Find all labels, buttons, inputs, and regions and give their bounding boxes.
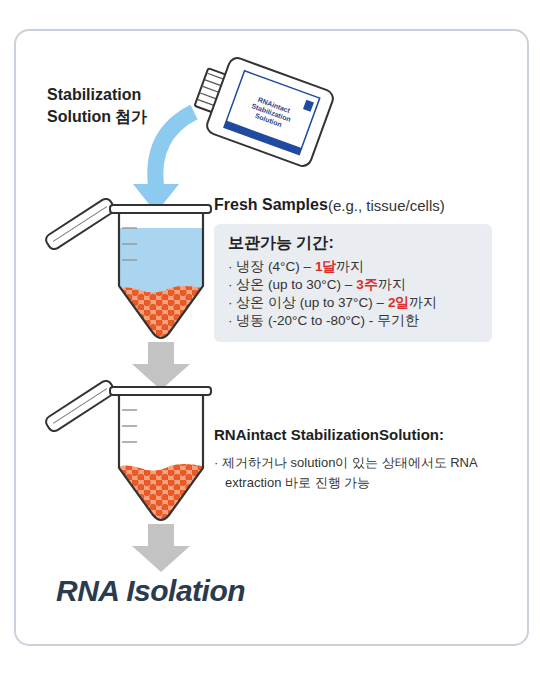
tube-outline [119, 394, 203, 520]
bottle-label [224, 71, 320, 155]
cap-ridge [200, 93, 216, 99]
panel-frame [15, 30, 528, 645]
list-text: 까지 [336, 259, 364, 274]
pour-arrow [155, 112, 194, 186]
tube-cap [44, 379, 116, 434]
sample-tube [44, 197, 211, 350]
highlight-value: 3주 [356, 277, 378, 292]
graduation [122, 259, 137, 261]
list-line: · 상온 이상 (up to 37°C) – 2일까지 [228, 294, 478, 312]
result-title: RNA Isolation [56, 574, 245, 608]
tube-cap [44, 197, 116, 252]
cap-line [53, 207, 107, 242]
sample-heading: Fresh Samples [214, 196, 328, 214]
list-text: · 냉장 (4°C) – [228, 259, 311, 274]
label-logo [303, 100, 314, 112]
storage-box: 보관가능 기간:· 냉장 (4°C) –1달까지· 상온 (up to 30°C… [214, 224, 492, 342]
list-text: 보관가능 기간: [228, 234, 334, 251]
list-text: · 냉동 (-20°C to -80°C) - 무기한 [228, 313, 419, 328]
list-text: 까지 [378, 277, 406, 292]
list-line: · 냉장 (4°C) – 1달까지 [228, 258, 478, 276]
sample-tube [44, 379, 211, 530]
highlight-value: 2일 [388, 295, 410, 310]
label-stripe [224, 121, 302, 155]
graduation [122, 227, 137, 229]
list-line: · 상온 (up to 30°C) – 3주까지 [228, 276, 478, 294]
solution-heading: RNAintact StabilizationSolution: [214, 426, 444, 443]
cap-ridge [207, 73, 223, 79]
cap-ridge [198, 100, 214, 106]
flow-arrow [132, 524, 190, 572]
graduation [122, 243, 137, 245]
list-text: 까지 [409, 295, 437, 310]
list-text: · 상온 이상 (up to 37°C) – [228, 295, 384, 310]
tube-outline [119, 212, 203, 338]
graduation [122, 409, 137, 411]
solution-bottle [188, 49, 336, 168]
sample-note: (e.g., tissue/cells) [328, 197, 445, 214]
box-heading: 보관가능 기간: [228, 233, 478, 253]
flow-arrow [132, 342, 190, 390]
list-text: · 상온 (up to 30°C) – [228, 277, 352, 292]
cap-line [53, 389, 107, 424]
graduation [122, 441, 137, 443]
cap-ridge [205, 80, 221, 86]
graduation [122, 425, 137, 427]
bottle-body [205, 56, 336, 169]
tube-rim [110, 205, 211, 213]
solution-note: · 제거하거나 solution이 있는 상태에서도 RNA extractio… [214, 453, 487, 493]
tube-rim [110, 387, 211, 395]
highlight-value: 1달 [315, 259, 337, 274]
cap-ridge [203, 86, 219, 92]
step-label: Stabilization Solution 첨가 [47, 84, 197, 128]
list-line: · 냉동 (-20°C to -80°C) - 무기한 [228, 312, 478, 330]
